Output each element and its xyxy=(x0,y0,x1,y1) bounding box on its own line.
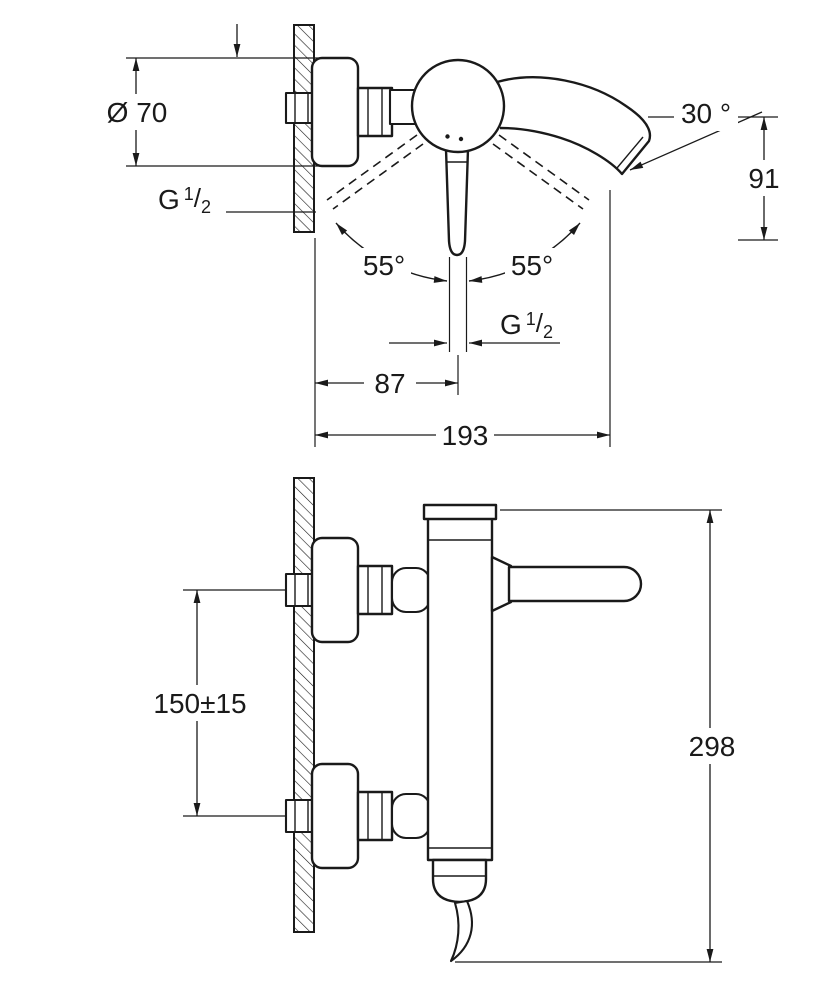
dim-wall-to-center: 87 xyxy=(314,238,458,447)
dim-label-193: 193 xyxy=(442,420,489,451)
handle-swing-lines xyxy=(326,134,590,210)
dim-total-height: 298 xyxy=(455,509,744,963)
dim-label-91: 91 xyxy=(748,163,779,194)
lever-handle-side xyxy=(490,555,643,613)
dim-label-flange-diameter: Ø 70 xyxy=(107,97,168,128)
s-union-upper xyxy=(390,566,432,614)
cartridge-housing xyxy=(410,58,506,154)
side-view: 150±15 298 xyxy=(146,477,744,963)
union-nut-upper xyxy=(356,564,394,616)
handle-arm xyxy=(507,565,643,603)
dim-label-swing-left: 55° xyxy=(363,250,405,281)
dim-label-87: 87 xyxy=(374,368,405,399)
union-nut xyxy=(356,86,394,138)
dim-swing-left: 55° xyxy=(357,248,411,282)
spout-outlet-side xyxy=(431,858,488,963)
dim-label-150: 150±15 xyxy=(153,688,246,719)
dim-flange-diameter: Ø 70 xyxy=(100,24,241,166)
dim-wall-to-spout: 193 xyxy=(315,190,611,452)
marking-dot xyxy=(458,136,464,142)
dim-label-298: 298 xyxy=(689,731,736,762)
wall-flange xyxy=(310,56,360,168)
spout-tip-profile xyxy=(449,899,474,963)
lever-handle-front xyxy=(444,147,470,257)
faucet-body xyxy=(388,58,652,257)
wall-flange-upper xyxy=(310,536,360,644)
dim-spout-height-label: 91 xyxy=(737,160,791,196)
dim-label-swing-right: 55° xyxy=(511,250,553,281)
dim-connection-spacing: 150±15 xyxy=(146,590,254,816)
aerator-line xyxy=(616,136,644,169)
wall-flange-lower xyxy=(310,762,360,870)
dim-swing-right: 55° xyxy=(505,248,559,282)
union-nut-lower xyxy=(356,790,394,842)
spout xyxy=(496,76,652,176)
s-union-lower xyxy=(390,792,432,840)
dim-spout-angle: 30 ° xyxy=(629,95,763,171)
marking-dot xyxy=(445,134,450,139)
faucet-body-side xyxy=(422,503,498,862)
dim-label-30deg: 30 ° xyxy=(681,98,731,129)
top-cap xyxy=(422,503,498,521)
